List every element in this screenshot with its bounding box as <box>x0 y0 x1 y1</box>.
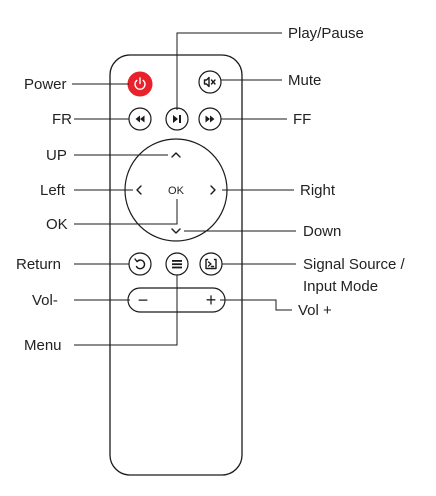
leader-play-pause <box>176 32 282 110</box>
fast-rewind-icon <box>135 115 145 123</box>
return-icon <box>134 258 146 270</box>
leader-vol-plus <box>220 299 292 311</box>
dpad: OK <box>124 138 228 242</box>
label-left: Left <box>40 182 66 199</box>
label-return: Return <box>16 256 61 273</box>
volume-up-key[interactable]: + <box>206 290 217 310</box>
menu-button[interactable] <box>165 252 189 276</box>
fast-forward-icon <box>205 115 215 123</box>
label-ok: OK <box>46 216 68 233</box>
label-menu: Menu <box>24 337 62 354</box>
power-icon <box>134 77 146 90</box>
label-signal-source-line1: Signal Source / <box>303 256 406 273</box>
right-arrow-icon[interactable] <box>210 185 216 195</box>
label-mute: Mute <box>288 72 321 89</box>
label-ff: FF <box>293 111 311 128</box>
label-vol-plus: Vol + <box>298 302 332 319</box>
down-arrow-icon[interactable] <box>171 228 181 234</box>
signal-source-button[interactable] <box>199 252 223 276</box>
label-fr: FR <box>52 111 72 128</box>
mute-button[interactable] <box>198 70 222 94</box>
leader-ok <box>74 199 178 225</box>
label-power: Power <box>24 76 67 93</box>
label-right: Right <box>300 182 336 199</box>
leader-lines <box>72 32 296 346</box>
up-arrow-icon[interactable] <box>171 152 181 158</box>
power-button[interactable] <box>127 71 153 97</box>
label-signal-source-line2: Input Mode <box>303 278 378 295</box>
volume-down-key[interactable]: − <box>138 290 149 310</box>
ok-key[interactable]: OK <box>168 185 185 197</box>
label-vol-minus: Vol- <box>32 292 58 309</box>
play-pause-icon <box>173 115 181 123</box>
fast-rewind-button[interactable] <box>128 107 152 131</box>
play-pause-button[interactable] <box>165 107 189 131</box>
label-play-pause: Play/Pause <box>288 25 364 42</box>
label-down: Down <box>303 223 341 240</box>
menu-icon <box>172 260 182 269</box>
mute-icon <box>203 76 216 88</box>
leader-menu <box>74 275 178 346</box>
fast-forward-button[interactable] <box>198 107 222 131</box>
input-source-icon <box>205 258 217 270</box>
left-arrow-icon[interactable] <box>136 185 142 195</box>
return-button[interactable] <box>128 252 152 276</box>
label-up: UP <box>46 147 67 164</box>
